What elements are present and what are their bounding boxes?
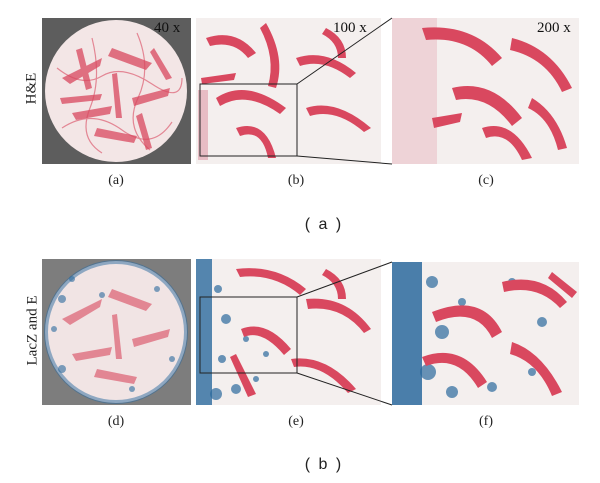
image-panel-a [42, 18, 191, 164]
caption-f: (f) [479, 414, 493, 429]
magnification-label-c: 200 x [537, 20, 571, 36]
image-panel-f [392, 262, 579, 405]
scaffold-section-he-100x [196, 18, 381, 164]
caption-b: (b) [287, 173, 305, 188]
magnification-label-a: 40 x [154, 20, 181, 36]
row-label-he: H&E [23, 72, 40, 105]
image-panel-d [42, 259, 191, 405]
row-label-lacz: LacZ and E [24, 295, 41, 366]
scaffold-disc-he-40x [42, 18, 191, 164]
caption-d: (d) [107, 414, 125, 429]
scaffold-disc-lacz-40x [42, 259, 191, 405]
image-panel-e [196, 259, 381, 405]
group-caption-b: ( b ) [304, 456, 344, 473]
magnification-label-b: 100 x [333, 20, 367, 36]
image-panel-b [196, 18, 381, 164]
caption-a: (a) [108, 173, 124, 188]
scaffold-section-lacz-200x [392, 262, 579, 405]
caption-c: (c) [478, 173, 494, 188]
group-caption-a: ( a ) [304, 216, 344, 233]
scaffold-section-he-200x [392, 18, 579, 164]
image-panel-c [392, 18, 579, 164]
caption-e: (e) [288, 414, 304, 429]
scaffold-section-lacz-100x [196, 259, 381, 405]
